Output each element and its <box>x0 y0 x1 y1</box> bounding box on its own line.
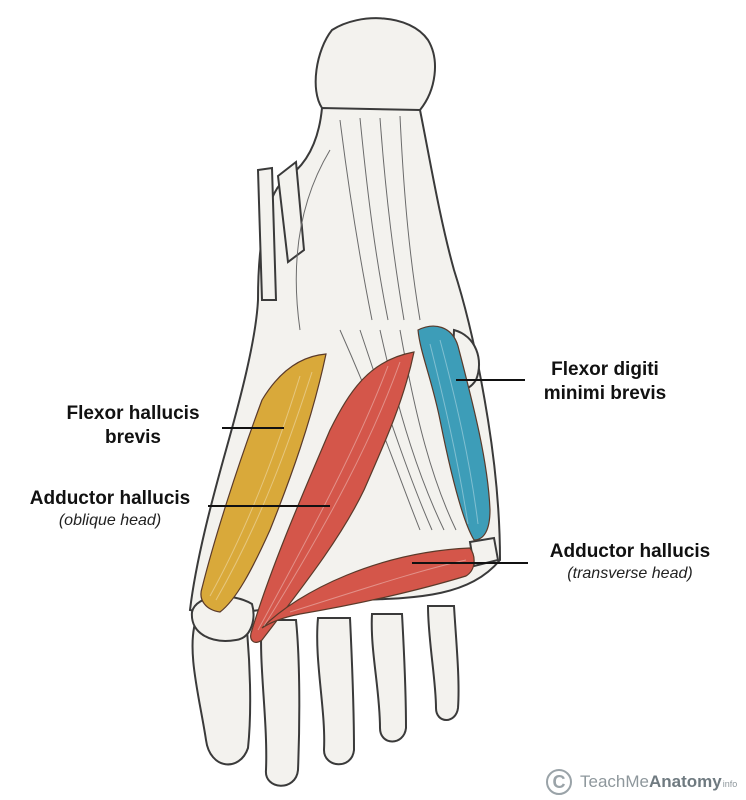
copyright-icon: C <box>546 769 572 795</box>
muscle-flexor-digiti-minimi-brevis <box>417 325 491 541</box>
label-flexor-hallucis-brevis-line2: brevis <box>105 427 161 448</box>
leader-lines <box>208 379 528 564</box>
label-adductor-hallucis-transverse: Adductor hallucis (transverse head) <box>530 540 730 584</box>
muscle-adductor-hallucis-transverse <box>261 547 475 629</box>
watermark-text-light: TeachMe <box>580 772 649 791</box>
toe-3 <box>316 617 356 766</box>
toe-5 <box>426 605 460 721</box>
tendon-bundle-left-2 <box>276 160 306 264</box>
muscle-adductor-hallucis-oblique <box>250 351 415 643</box>
calcaneus <box>314 17 436 124</box>
watermark: C TeachMeAnatomyinfo <box>546 766 742 798</box>
label-adductor-hallucis-transverse-title: Adductor hallucis <box>549 541 711 562</box>
watermark-suffix: info <box>722 779 738 789</box>
label-flexor-hallucis-brevis: Flexor hallucis brevis <box>58 402 208 450</box>
watermark-text-bold: Anatomy <box>648 772 722 791</box>
label-adductor-hallucis-oblique: Adductor hallucis (oblique head) <box>15 487 205 531</box>
label-adductor-hallucis-transverse-sub: (transverse head) <box>567 565 693 582</box>
toe-2 <box>260 619 301 787</box>
muscles <box>200 325 491 643</box>
label-flexor-digiti-minimi-brevis: Flexor digiti minimi brevis <box>530 358 680 406</box>
label-adductor-hallucis-oblique-sub: (oblique head) <box>58 512 162 529</box>
label-flexor-digiti-minimi-brevis-line1: Flexor digiti <box>551 359 659 380</box>
toe-4 <box>370 613 408 743</box>
muscle-fibers <box>209 339 479 631</box>
watermark-text: TeachMeAnatomyinfo <box>580 772 737 792</box>
muscle-flexor-hallucis-brevis <box>200 353 327 613</box>
tendon-bundle-left <box>256 166 278 301</box>
label-flexor-hallucis-brevis-line1: Flexor hallucis <box>66 403 200 424</box>
toe-1 <box>191 619 252 766</box>
label-flexor-digiti-minimi-brevis-line2: minimi brevis <box>543 383 667 404</box>
label-adductor-hallucis-oblique-title: Adductor hallucis <box>29 488 191 509</box>
